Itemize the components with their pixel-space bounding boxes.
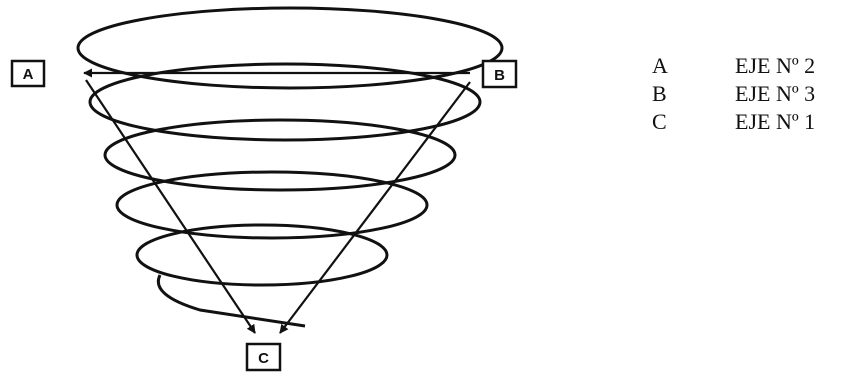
legend-key: A [652, 53, 668, 78]
spiral-tail [157, 274, 306, 328]
spiral-loop-5 [135, 223, 389, 287]
node-c-label: C [258, 350, 269, 367]
legend-value: EJE Nº 3 [735, 81, 816, 106]
legend-value: EJE Nº 1 [735, 109, 816, 134]
legend-key: B [652, 81, 667, 106]
spiral-loop-3 [103, 118, 457, 192]
legend-row-c: C EJE Nº 1 [652, 108, 815, 136]
node-c-box [245, 342, 282, 372]
spiral-loop-1 [76, 6, 504, 90]
node-b-box [481, 59, 518, 89]
spiral-funnel [76, 6, 504, 328]
spiral-funnel-diagram: A B C [10, 6, 518, 372]
node-a: A [10, 59, 46, 88]
node-a-box [10, 59, 46, 88]
spiral-loop-2 [88, 62, 482, 142]
legend: A EJE Nº 2 B EJE Nº 3 C EJE Nº 1 [652, 52, 815, 136]
legend-row-b: B EJE Nº 3 [652, 80, 815, 108]
diagram-arrows [83, 68, 471, 334]
node-b-label: B [494, 67, 505, 84]
legend-value: EJE Nº 2 [735, 53, 816, 78]
node-c: C [245, 342, 282, 372]
arrow-b-to-c [279, 81, 471, 334]
arrow-a-to-c [85, 79, 256, 334]
legend-key: C [652, 109, 667, 134]
node-b: B [481, 59, 518, 89]
legend-row-a: A EJE Nº 2 [652, 52, 815, 80]
node-a-label: A [23, 66, 34, 83]
spiral-loop-4 [115, 170, 429, 240]
